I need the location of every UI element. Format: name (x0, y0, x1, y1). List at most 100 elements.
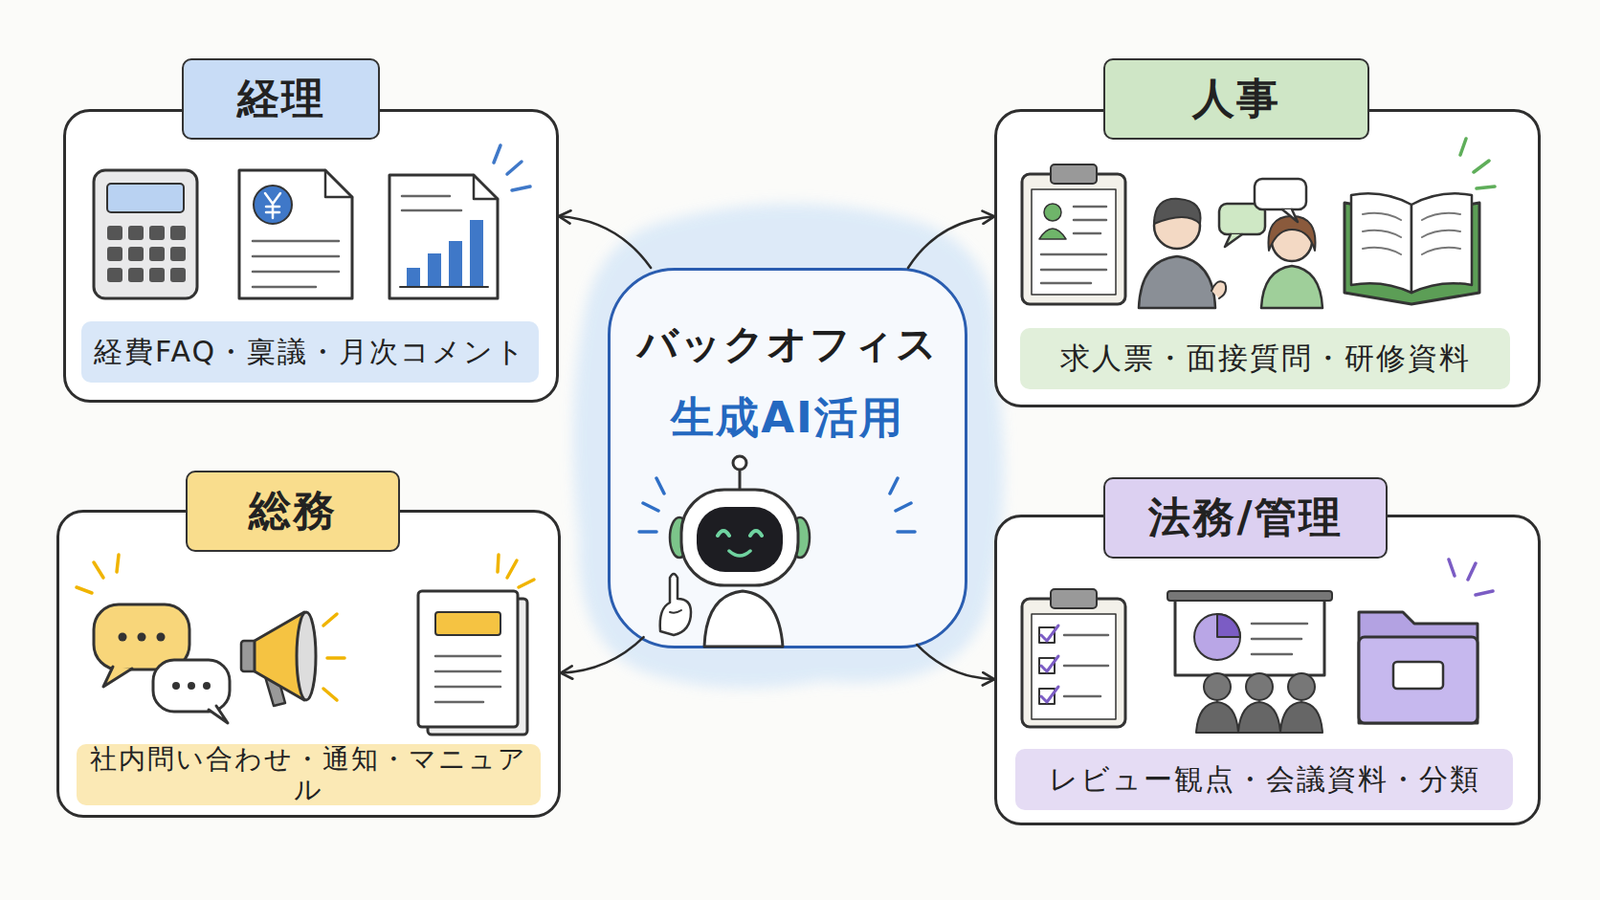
chart-document-icon (401, 196, 462, 211)
folder-icon (1358, 612, 1478, 724)
chart-document-icon (448, 241, 463, 288)
chart-document-icon (406, 267, 421, 288)
accent-rays (1448, 559, 1493, 596)
department-box: 総務社内問い合わせ・通知・マニュアル (56, 510, 561, 819)
robot-mascot (660, 456, 810, 647)
manual-book-icon (418, 591, 518, 728)
chat-bubbles-icon (118, 633, 128, 643)
connector-arrow (560, 637, 645, 674)
meeting-presentation-icon (1194, 614, 1241, 661)
megaphone-icon (264, 673, 286, 707)
invoice-icon (265, 193, 281, 219)
meeting-presentation-icon (1251, 623, 1308, 655)
chart-document-icon (389, 175, 498, 299)
meeting-presentation-icon (1280, 702, 1323, 734)
checklist-icon (1050, 589, 1097, 609)
robot-mascot (704, 591, 783, 647)
meeting-presentation-icon (1167, 591, 1333, 734)
resume-clipboard-icon (1050, 164, 1097, 184)
training-book-icon (1351, 193, 1412, 293)
accent-rays (1460, 138, 1495, 189)
meeting-presentation-icon (1196, 702, 1239, 734)
hub-subtitle: 生成AI活用 (607, 390, 968, 446)
meeting-presentation-icon (1238, 702, 1281, 734)
manual-book-icon (427, 599, 528, 735)
calculator-icon (170, 267, 186, 283)
checklist-icon (1039, 658, 1055, 674)
interview-people-icon (1154, 202, 1200, 249)
training-book-icon (1411, 193, 1472, 293)
megaphone-icon (241, 612, 345, 707)
chat-bubbles-icon (153, 660, 230, 712)
folder-icon (1358, 612, 1478, 724)
chat-bubbles-icon (93, 604, 230, 724)
training-book-icon (1362, 213, 1461, 255)
calculator-icon (170, 225, 186, 241)
calculator-icon (170, 246, 186, 262)
accent-rays (639, 478, 915, 533)
accent-rays (493, 145, 531, 191)
training-book-icon (1344, 193, 1480, 305)
meeting-presentation-icon (1167, 591, 1333, 601)
invoice-icon (325, 170, 353, 198)
accent-rays (1448, 559, 1493, 596)
accent-rays (889, 478, 915, 533)
robot-mascot (717, 531, 762, 536)
calculator-icon (149, 267, 165, 283)
meeting-presentation-icon (1203, 673, 1231, 701)
robot-mascot (738, 468, 742, 490)
connector-arrow (558, 216, 651, 268)
invoice-icon (239, 170, 353, 299)
megaphone-icon (323, 614, 345, 701)
chart-document-icon (469, 220, 484, 288)
chart-document-icon (473, 175, 498, 200)
interview-people-icon (1268, 216, 1316, 251)
accent-rays (1460, 138, 1495, 189)
department-heading: 人事 (1103, 58, 1370, 140)
department-box: 経理経費FAQ・稟議・月次コメント (63, 109, 559, 403)
calculator-icon (93, 170, 198, 299)
task-band: 社内問い合わせ・通知・マニュアル (76, 744, 541, 806)
invoice-icon (253, 185, 292, 224)
interview-people-icon (1138, 256, 1216, 309)
chat-bubbles-icon (202, 682, 211, 690)
calculator-icon (107, 225, 123, 241)
chat-bubbles-icon (172, 682, 180, 690)
calculator-icon (107, 183, 184, 213)
checklist-icon (1064, 635, 1109, 697)
robot-mascot (729, 551, 751, 556)
accent-rays (497, 555, 534, 588)
chat-bubbles-icon (93, 604, 190, 670)
chart-document-icon (400, 286, 489, 289)
meeting-presentation-icon (1217, 614, 1241, 638)
training-book-icon (1344, 202, 1480, 305)
chart-document-icon (389, 175, 498, 299)
resume-clipboard-icon (1022, 164, 1126, 305)
department-heading: 法務/管理 (1103, 477, 1388, 559)
folder-icon (1358, 637, 1478, 724)
checklist-icon (1039, 688, 1055, 705)
robot-mascot (669, 517, 689, 558)
calculator-icon (149, 246, 165, 262)
task-band: レビュー観点・会議資料・分類 (1015, 749, 1513, 811)
robot-mascot (790, 517, 810, 558)
robot-mascot (669, 610, 682, 614)
accent-rays (76, 555, 534, 594)
calculator-icon (107, 267, 123, 283)
resume-clipboard-icon (1044, 203, 1062, 222)
interview-people-icon (1224, 234, 1243, 247)
hub-box: バックオフィス生成AI活用 (607, 267, 968, 649)
watercolor-blob (573, 203, 1004, 689)
department-heading: 総務 (185, 470, 400, 553)
manual-book-icon (435, 612, 501, 636)
accent-rays (493, 145, 531, 191)
chart-document-icon (427, 253, 442, 288)
calculator-icon (128, 246, 144, 262)
calculator-icon (93, 170, 198, 299)
calculator-icon (107, 246, 123, 262)
accent-rays (76, 555, 119, 594)
department-heading: 経理 (181, 58, 380, 140)
chat-bubbles-icon (156, 633, 166, 643)
watercolor-blob (573, 203, 1004, 689)
